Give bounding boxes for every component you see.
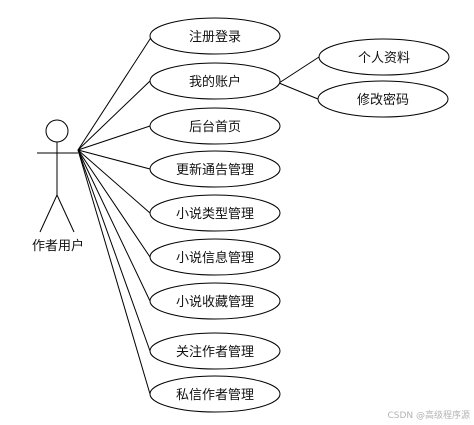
association-novel-type — [77, 149, 151, 214]
use-case-label: 后台首页 — [189, 120, 241, 135]
use-case-novel-type[interactable]: 小说类型管理 — [149, 194, 281, 232]
association-change-password — [278, 82, 319, 100]
use-case-personal-info[interactable]: 个人资料 — [318, 38, 450, 76]
watermark: CSDN @高级程序源 — [387, 409, 470, 421]
association-my-account — [77, 80, 151, 151]
use-case-novel-favorite[interactable]: 小说收藏管理 — [149, 282, 281, 320]
association-private-msg — [77, 149, 151, 395]
use-case-label: 小说收藏管理 — [176, 295, 254, 310]
association-novel-info — [77, 149, 151, 258]
use-case-admin-home[interactable]: 后台首页 — [149, 107, 281, 145]
include-associations — [278, 56, 320, 100]
use-case-label: 修改密码 — [357, 92, 409, 108]
use-case-label: 小说类型管理 — [176, 207, 254, 222]
actor-right-leg — [56, 194, 75, 233]
actor-head — [45, 119, 69, 143]
use-case-private-msg[interactable]: 私信作者管理 — [149, 375, 281, 413]
use-case-label: 个人资料 — [358, 51, 410, 66]
use-case-change-password[interactable]: 修改密码 — [317, 80, 449, 118]
association-admin-home — [77, 125, 151, 151]
use-case-my-account[interactable]: 我的账户 — [149, 62, 281, 100]
actor-figure — [37, 119, 78, 233]
actor-associations — [77, 35, 153, 395]
association-register-login — [77, 35, 153, 151]
use-case-register-login[interactable]: 注册登录 — [149, 17, 281, 55]
use-case-label: 注册登录 — [189, 30, 241, 45]
use-case-label: 我的账户 — [189, 74, 241, 90]
use-case-update-notice[interactable]: 更新通告管理 — [149, 150, 281, 188]
use-case-label: 小说信息管理 — [176, 250, 254, 266]
association-novel-favorite — [77, 149, 151, 302]
use-case-label: 关注作者管理 — [176, 345, 254, 360]
association-personal-info — [278, 56, 320, 84]
association-update-notice — [77, 149, 151, 170]
use-case-label: 私信作者管理 — [176, 388, 254, 403]
use-case-label: 更新通告管理 — [176, 162, 254, 178]
actor-label: 作者用户 — [32, 238, 84, 254]
actor-left-leg — [39, 194, 58, 233]
association-follow-author — [77, 149, 151, 352]
use-case-follow-author[interactable]: 关注作者管理 — [149, 332, 281, 370]
use-case-novel-info[interactable]: 小说信息管理 — [149, 238, 281, 276]
